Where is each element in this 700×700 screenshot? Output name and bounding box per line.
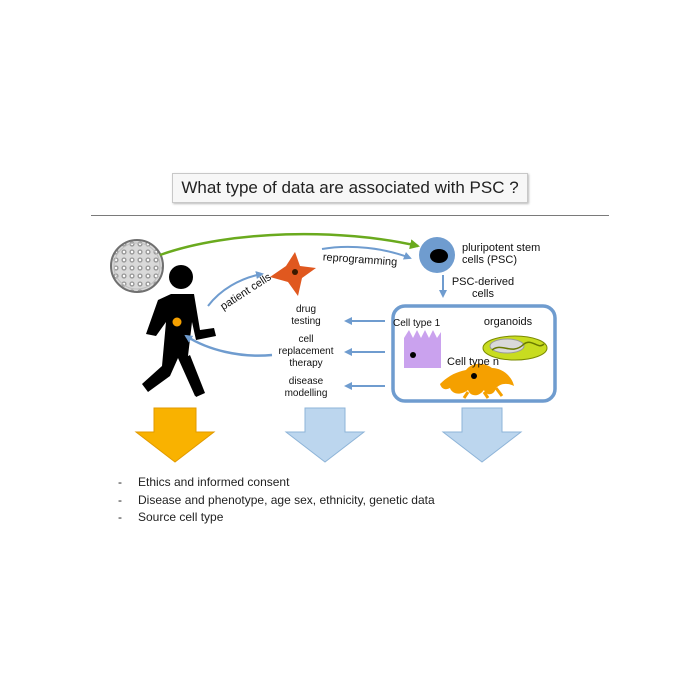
embryo-icon [110,239,164,293]
psc-label: pluripotent stem cells (PSC) [462,242,541,266]
drug-testing-label: drug testing [291,304,321,327]
divider [91,215,609,216]
light-blue-down-arrow-1 [284,407,366,463]
cell-type-1-label: Cell type 1 [393,318,441,329]
data-bullet-list: -Ethics and informed consent -Disease an… [118,474,435,527]
psc-derived-label: PSC-derived cells [451,276,515,300]
disease-modelling-label: disease modelling [284,376,328,399]
bullet-item: -Source cell type [118,510,224,524]
bullet-item: -Disease and phenotype, age sex, ethnici… [118,492,435,507]
cell-type-1-icon [404,330,441,368]
page-title: What type of data are associated with PS… [172,173,528,203]
light-blue-down-arrow-2 [441,407,523,463]
therapy-to-person-arrow [184,334,273,357]
organoid-icon [482,335,548,361]
embryo-to-psc-arrow [159,232,420,257]
bullet-item: -Ethics and informed consent [118,475,290,489]
person-to-patient-cell-arrow [207,271,264,307]
psc-derived-box [391,304,557,403]
stem-cell-icon [419,237,455,273]
cell-replacement-label: cell replacement therapy [278,334,334,369]
neuron-icon [440,363,514,399]
organoids-label: organoids [483,316,533,328]
fibroblast-icon [270,252,316,296]
walking-person-icon [142,265,216,397]
reprogramming-arrow [321,245,412,260]
cell-type-n-label: Cell type n [447,356,499,368]
orange-down-arrow [134,407,216,463]
